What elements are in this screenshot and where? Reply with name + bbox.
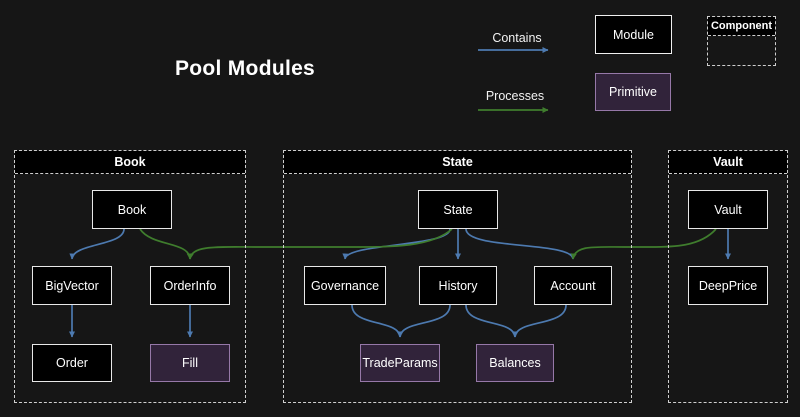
container-state: State — [283, 150, 632, 403]
node-governance: Governance — [304, 266, 386, 305]
legend-contains-label: Contains — [492, 31, 542, 45]
node-vault: Vault — [688, 190, 768, 229]
container-vault: Vault — [668, 150, 788, 403]
node-order: Order — [32, 344, 112, 382]
container-book: Book — [14, 150, 246, 403]
page-title: Pool Modules — [174, 57, 316, 80]
node-state: State — [418, 190, 498, 229]
node-fill: Fill — [150, 344, 230, 382]
node-history: History — [419, 266, 497, 305]
legend-module-label: Module — [613, 27, 654, 42]
container-book-header: Book — [15, 151, 245, 174]
node-tradeparams: TradeParams — [360, 344, 440, 382]
node-deepprice: DeepPrice — [688, 266, 768, 305]
node-book: Book — [92, 190, 172, 229]
legend-component-label: Component — [708, 17, 775, 36]
legend-processes-label: Processes — [485, 89, 545, 103]
container-state-header: State — [284, 151, 631, 174]
node-bigvector: BigVector — [32, 266, 112, 305]
legend-primitive-swatch: Primitive — [595, 73, 671, 111]
legend-module-swatch: Module — [595, 15, 672, 54]
node-account: Account — [534, 266, 612, 305]
node-orderinfo: OrderInfo — [150, 266, 230, 305]
legend-primitive-label: Primitive — [609, 85, 657, 99]
legend-component-swatch: Component — [707, 16, 776, 66]
container-vault-header: Vault — [669, 151, 787, 174]
node-balances: Balances — [476, 344, 554, 382]
